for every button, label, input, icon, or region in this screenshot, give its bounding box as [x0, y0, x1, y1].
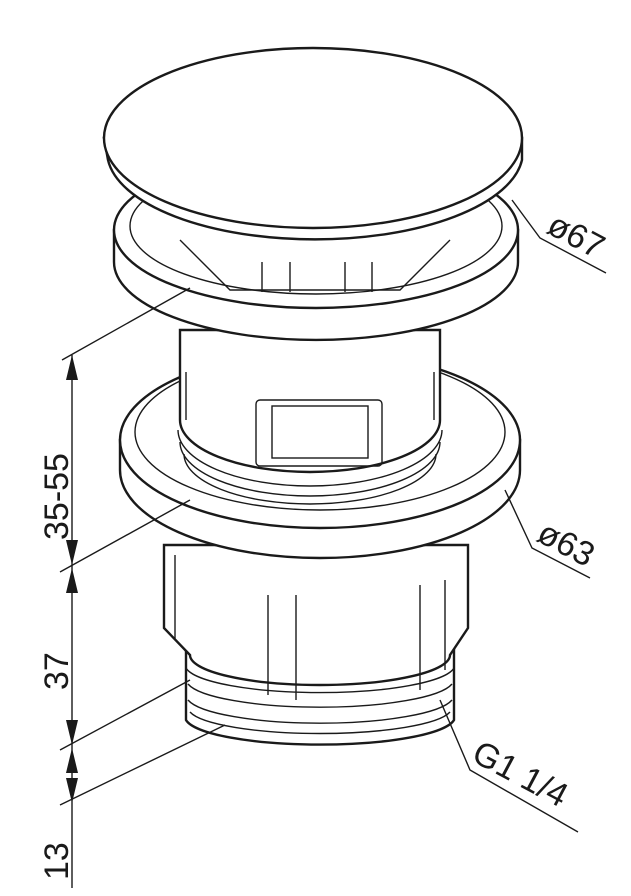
neck [177, 328, 443, 505]
dim-thread: G1 1/4 [466, 734, 574, 815]
cap [102, 46, 524, 241]
dim-height-adjustable: 35-55 [38, 453, 76, 540]
dim-flange-diameter: ø63 [531, 514, 601, 575]
dimension-lines [59, 199, 607, 888]
dim-cap-diameter: ø67 [541, 206, 611, 267]
body-section [162, 543, 470, 700]
dim-thread-height: 13 [38, 842, 76, 880]
dim-body-height: 37 [38, 652, 76, 690]
